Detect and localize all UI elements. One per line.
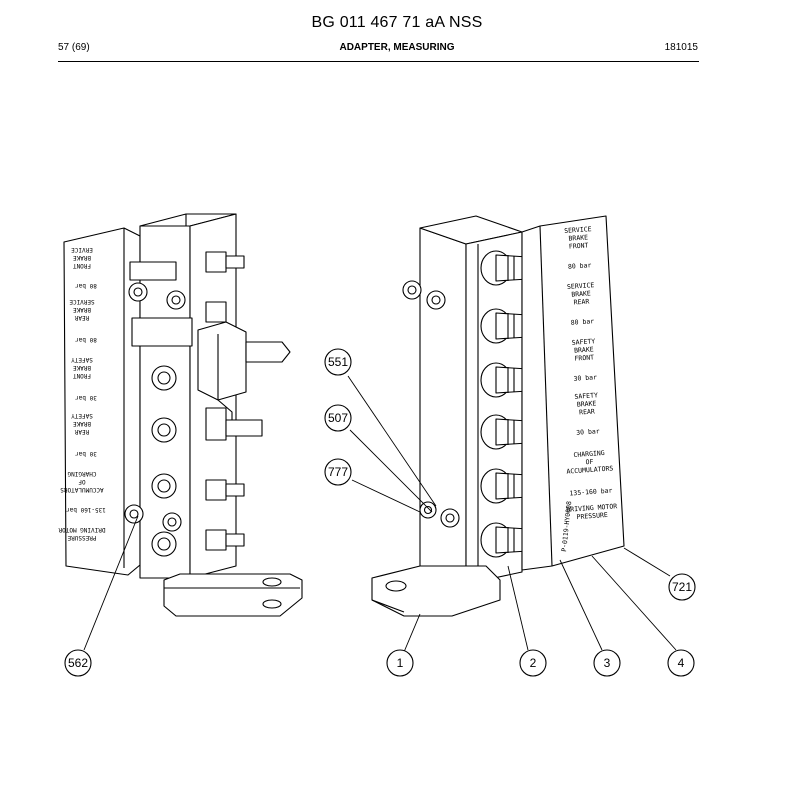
- callout-777: 777: [324, 458, 352, 486]
- svg-text:ERVICE: ERVICE: [71, 246, 93, 253]
- callout-4: 4: [667, 649, 695, 677]
- callout-721: 721: [668, 573, 696, 601]
- callout-bubbles: 551 507 777 562 1 2 3 4: [64, 348, 696, 677]
- left-front-fittings: [124, 261, 193, 557]
- right-plate-line-12: SAFETY: [574, 391, 598, 401]
- svg-text:SERVICE: SERVICE: [69, 298, 95, 305]
- svg-text:REAR: REAR: [74, 314, 89, 321]
- callout-2: 2: [519, 649, 547, 677]
- svg-text:CHARGING: CHARGING: [67, 470, 96, 477]
- callout-562: 562: [64, 649, 92, 677]
- svg-text:30 bar: 30 bar: [75, 394, 97, 401]
- right-block-front: [419, 227, 467, 605]
- svg-text:3: 3: [604, 656, 611, 670]
- left-base-foot: [163, 573, 303, 617]
- svg-text:80 bar: 80 bar: [75, 336, 97, 343]
- svg-text:OF: OF: [78, 478, 86, 485]
- svg-text:DRIVING MOTOR: DRIVING MOTOR: [58, 526, 105, 533]
- right-plate-line-16: CHARGING: [573, 449, 605, 459]
- svg-text:FRONT: FRONT: [73, 372, 91, 379]
- right-plate-line-5: BRAKE: [571, 289, 591, 298]
- callout-507: 507: [324, 404, 352, 432]
- right-plate-line-1: BRAKE: [568, 233, 588, 242]
- header-rule: [58, 61, 699, 62]
- right-plate-line-21: PRESSURE: [576, 511, 608, 521]
- svg-text:2: 2: [530, 656, 537, 670]
- svg-text:721: 721: [672, 580, 692, 594]
- right-plate-line-11: 30 bar: [573, 373, 597, 383]
- test-coupling-5: [480, 468, 534, 504]
- svg-text:REAR: REAR: [74, 428, 89, 435]
- svg-text:BRAKE: BRAKE: [73, 420, 91, 427]
- leader-lines: [83, 375, 677, 653]
- right-plate-line-10: FRONT: [574, 353, 594, 362]
- right-plate-line-18: ACCUMULATORS: [566, 464, 613, 475]
- right-plate-line-15: 30 bar: [576, 427, 600, 437]
- right-nuts: [402, 280, 460, 528]
- right-plate-line-7: 80 bar: [570, 317, 594, 327]
- svg-text:1: 1: [397, 656, 404, 670]
- right-plate-line-3: 80 bar: [568, 261, 592, 271]
- svg-text:551: 551: [328, 355, 348, 369]
- svg-text:FRONT: FRONT: [73, 262, 91, 269]
- right-plate-line-2: FRONT: [569, 241, 589, 250]
- left-pressure-switch: [197, 321, 247, 401]
- svg-text:SAFETY: SAFETY: [71, 412, 93, 419]
- svg-text:BRAKE: BRAKE: [73, 254, 91, 261]
- page-number: 57 (69): [58, 42, 90, 53]
- document-code: 181015: [664, 42, 698, 53]
- right-plate-line-19: 135-160 bar: [569, 487, 613, 498]
- callout-3: 3: [593, 649, 621, 677]
- svg-text:ACCUMULATORS: ACCUMULATORS: [60, 486, 104, 493]
- document-title: BG 011 467 71 aA NSS: [311, 14, 483, 31]
- callout-551: 551: [324, 348, 352, 376]
- svg-text:562: 562: [68, 656, 88, 670]
- right-plate-line-17: OF: [585, 458, 593, 467]
- right-plate-line-6: REAR: [573, 297, 589, 306]
- right-plate-line-4: SERVICE: [567, 281, 595, 291]
- right-plate-line-14: REAR: [579, 407, 595, 416]
- callout-1: 1: [386, 649, 414, 677]
- svg-text:BRAKE: BRAKE: [73, 364, 91, 371]
- svg-text:507: 507: [328, 411, 348, 425]
- drawing-subtitle: ADAPTER, MEASURING: [339, 42, 455, 53]
- svg-text:80 bar: 80 bar: [75, 282, 97, 289]
- left-assembly: ERVICE BRAKE FRONT 80 bar SERVICE BRAKE …: [58, 213, 303, 617]
- svg-text:BRAKE: BRAKE: [73, 306, 91, 313]
- right-plate-line-9: BRAKE: [574, 345, 594, 354]
- svg-text:777: 777: [328, 465, 348, 479]
- right-plate-line-13: BRAKE: [577, 399, 597, 408]
- left-plate-text-group: ERVICE BRAKE FRONT 80 bar SERVICE BRAKE …: [58, 246, 106, 541]
- svg-text:135-160 bar: 135-160 bar: [66, 506, 106, 513]
- left-side-fittings: [205, 251, 263, 551]
- right-plate-line-8: SAFETY: [571, 337, 595, 347]
- svg-text:PRESSURE: PRESSURE: [67, 534, 96, 541]
- svg-text:SAFETY: SAFETY: [71, 356, 93, 363]
- svg-text:4: 4: [678, 656, 685, 670]
- right-base-foot: [371, 565, 501, 617]
- svg-text:30 bar: 30 bar: [75, 450, 97, 457]
- right-plate-line-0: SERVICE: [564, 225, 592, 235]
- right-plate-line-20: DRIVING MOTOR: [566, 502, 617, 514]
